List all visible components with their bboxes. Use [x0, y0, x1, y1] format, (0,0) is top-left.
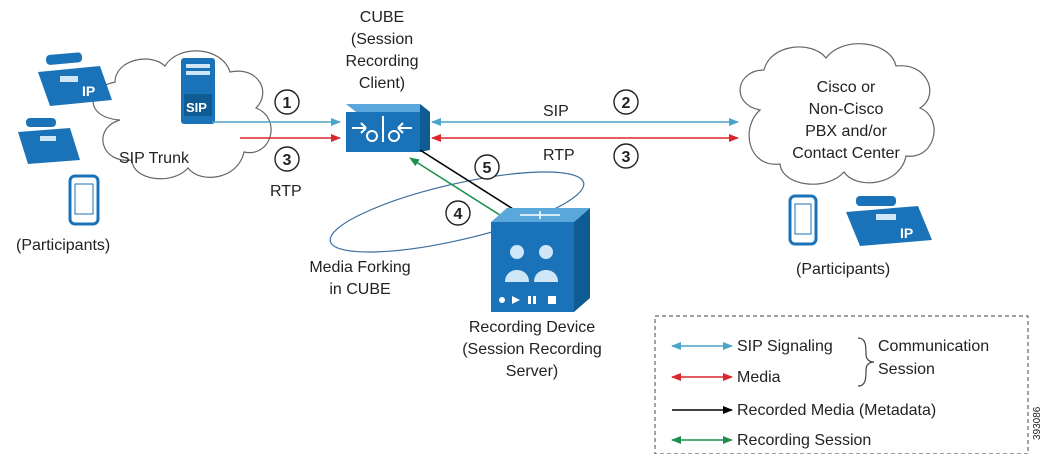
sip-server-icon: SIP — [181, 58, 215, 124]
participants-right-label: (Participants) — [796, 261, 890, 278]
pbx-line-1: Cisco or — [817, 79, 876, 96]
media-forking-line-2: in CUBE — [329, 281, 390, 298]
rtp-label-left: RTP — [270, 183, 302, 200]
pbx-line-2: Non-Cisco — [809, 101, 884, 118]
step-1-badge — [274, 89, 300, 115]
cube-label-line-1: CUBE — [360, 9, 404, 26]
participants-left-label: (Participants) — [16, 237, 110, 254]
recording-device-line-1: Recording Device — [469, 319, 595, 336]
step-2-badge — [613, 89, 639, 115]
step-3-left-badge — [274, 146, 300, 172]
cube-label: CUBE (Session Recording Client) — [346, 9, 419, 92]
recording-device-icon — [491, 208, 590, 312]
legend-recorded-label: Recorded Media (Metadata) — [737, 402, 936, 419]
mobile-phone-icon-left — [68, 174, 100, 226]
step-2-number: 2 — [622, 95, 631, 112]
ip-text-left: IP — [82, 83, 95, 99]
figure-id: 393086 — [1032, 406, 1043, 440]
pbx-cloud — [739, 43, 935, 185]
legend-media-label: Media — [737, 369, 781, 386]
media-forking-line-1: Media Forking — [309, 259, 410, 276]
ip-phone-icon-right: IP — [846, 196, 932, 246]
sip-label-right: SIP — [543, 103, 569, 120]
ip-phone-icon-left: IP — [38, 52, 112, 106]
sip-server-text: SIP — [186, 100, 207, 115]
pbx-line-4: Contact Center — [792, 145, 900, 162]
cube-label-line-3: Recording — [346, 53, 419, 70]
legend: SIP Signaling Media Recorded Media (Meta… — [654, 315, 1029, 454]
step-3-right-badge — [613, 143, 639, 169]
recording-device-line-3: Server) — [506, 363, 558, 380]
legend-frame — [654, 315, 1029, 454]
step-5-badge — [474, 154, 500, 180]
legend-brace — [857, 337, 875, 387]
ip-text-right: IP — [900, 225, 913, 241]
step-3-right-number: 3 — [622, 149, 631, 166]
sip-trunk-label: SIP Trunk — [119, 150, 190, 167]
step-4-number: 4 — [454, 206, 463, 223]
legend-recording-label: Recording Session — [737, 432, 871, 449]
legend-sip-label: SIP Signaling — [737, 338, 833, 355]
step-3-left-number: 3 — [283, 152, 292, 169]
step-5-number: 5 — [483, 160, 492, 177]
recording-device-line-2: (Session Recording — [462, 341, 602, 358]
step-1-number: 1 — [283, 95, 292, 112]
step-4-badge — [445, 200, 471, 226]
recorded-media-link — [419, 149, 525, 217]
mobile-phone-icon-right — [788, 194, 818, 246]
legend-group-line-2: Session — [878, 361, 935, 378]
cube-label-line-2: (Session — [351, 31, 413, 48]
cube-router-icon — [346, 104, 430, 152]
pbx-line-3: PBX and/or — [805, 123, 888, 140]
recording-session-link — [409, 157, 515, 225]
legend-group-line-1: Communication — [878, 338, 989, 355]
rtp-label-right: RTP — [543, 147, 575, 164]
desk-phone-icon-left — [18, 118, 80, 164]
cube-label-line-4: Client) — [359, 75, 405, 92]
